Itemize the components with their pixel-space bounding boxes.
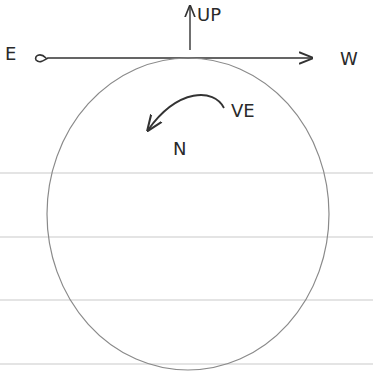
velocity-label: VE [231, 102, 255, 120]
earth-circle: VE N [45, 56, 331, 372]
circle-outline [45, 56, 331, 372]
up-label: UP [197, 6, 221, 24]
north-label: N [173, 140, 186, 158]
up-arrow [189, 6, 190, 50]
west-label: W [340, 50, 358, 68]
rotation-arrow [148, 95, 224, 130]
east-label: E [5, 45, 16, 63]
